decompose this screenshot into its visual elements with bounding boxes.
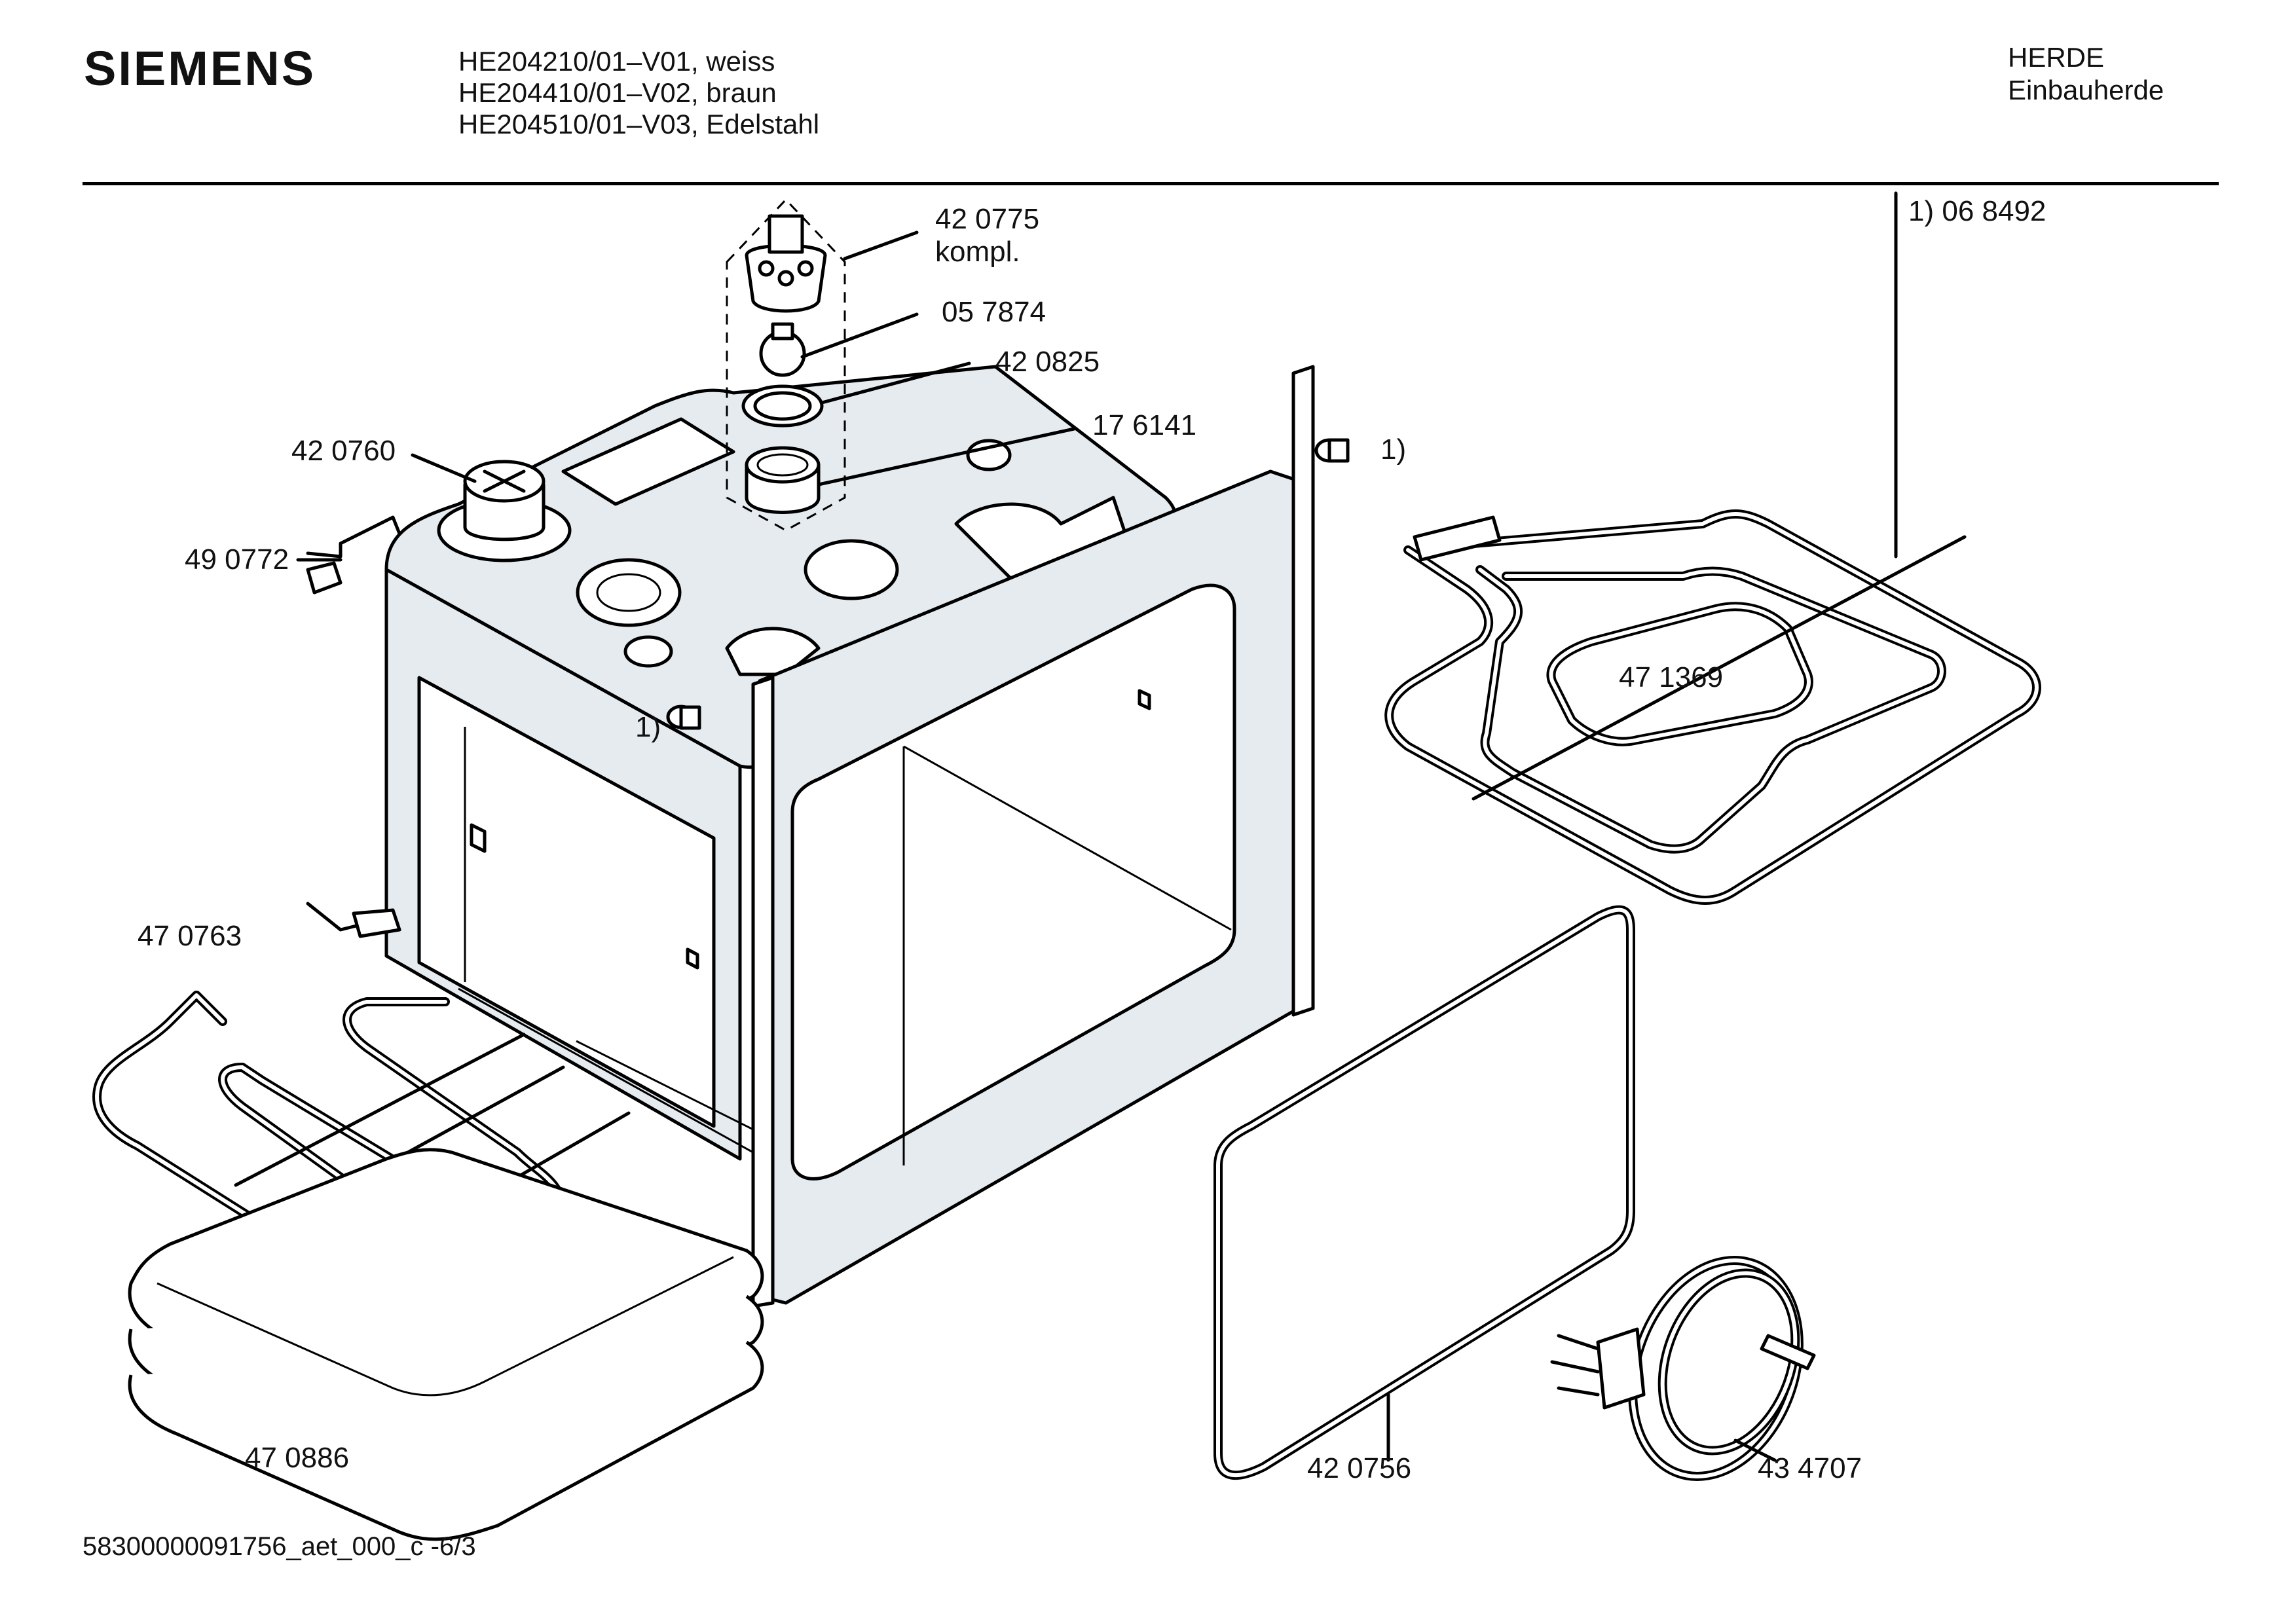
model-line-2: HE204410/01–V02, braun: [458, 77, 777, 108]
part-label-insulation: 47 0886: [245, 1442, 350, 1474]
part-label-fan-cover: 42 0760: [291, 435, 396, 467]
fan-cover-part: [411, 453, 572, 562]
oven-lamp-assembly: [726, 198, 1076, 532]
footnote-marker-right: 1): [1380, 433, 1407, 466]
part-label-bulb: 05 7874: [942, 296, 1046, 328]
oven-muffle: [384, 365, 1350, 1308]
model-line-1: HE204210/01–V01, weiss: [458, 46, 775, 77]
part-label-lamp-assembly-sub: kompl.: [935, 236, 1020, 268]
insulation-mat: [128, 1148, 764, 1541]
part-label-door-seal: 42 0756: [1307, 1452, 1412, 1484]
category-title: HERDE: [2008, 42, 2105, 73]
top-heater-element: [1384, 509, 2041, 905]
ring-heater-element: [1550, 1256, 1816, 1481]
part-label-seal-ring: 42 0825: [995, 346, 1100, 378]
lamp-clip-part: [296, 515, 401, 595]
part-label-lamp-assembly: 42 0775: [935, 203, 1040, 235]
bush-part-left: [666, 705, 701, 730]
document-footer: 58300000091756_aet_000_c -6/3: [83, 1532, 476, 1561]
door-seal: [1213, 905, 1635, 1480]
part-label-lamp-clip: 49 0772: [185, 543, 289, 576]
footnote-text: 1) 06 8492: [1908, 195, 2046, 227]
part-label-ring-heater: 43 4707: [1758, 1452, 1862, 1484]
part-label-top-heater: 47 1369: [1619, 661, 1724, 693]
category-subtitle: Einbauherde: [2008, 75, 2164, 105]
model-line-3: HE204510/01–V03, Edelstahl: [458, 109, 820, 139]
brand-logo: SIEMENS: [84, 41, 316, 96]
part-label-lamp-glass: 17 6141: [1092, 409, 1197, 441]
part-label-bottom-heater: 47 0763: [138, 920, 242, 952]
footnote-marker-left: 1): [635, 711, 661, 743]
bush-part-right: [1314, 438, 1350, 463]
header-rule: [83, 182, 2219, 185]
